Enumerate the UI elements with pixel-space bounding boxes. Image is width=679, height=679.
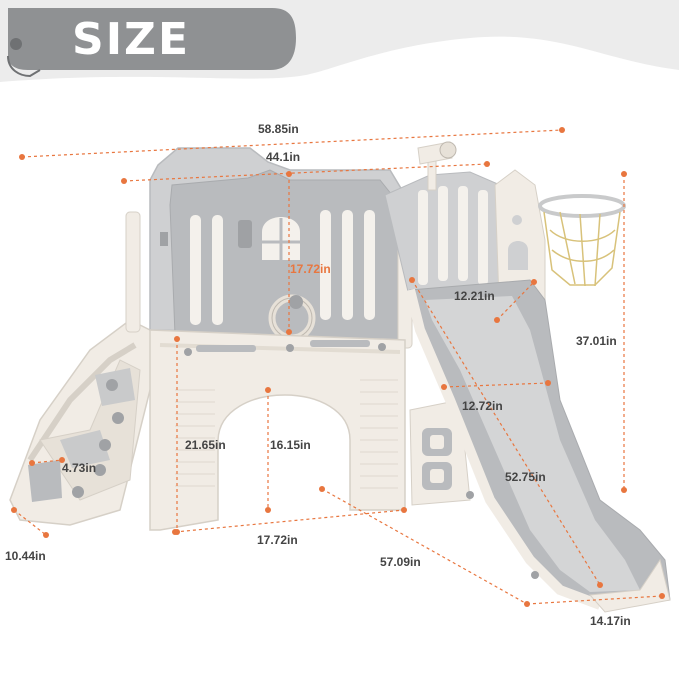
dim-slide-length: 52.75in xyxy=(505,470,546,484)
stair-unit xyxy=(9,319,161,526)
slide xyxy=(405,279,671,613)
dim-stair-width: 10.44in xyxy=(5,549,46,563)
size-banner xyxy=(0,8,296,78)
dim-slide-top-width: 12.21in xyxy=(454,289,495,303)
telescope-icon xyxy=(417,141,457,191)
dimension-endpoints xyxy=(11,127,665,607)
dim-tunnel-height: 16.15in xyxy=(270,438,311,452)
dim-panel-height: 17.72in xyxy=(290,262,331,276)
dim-overall-height: 37.01in xyxy=(576,334,617,348)
dim-deck-width: 44.1in xyxy=(266,150,301,164)
size-badge-label: SIZE xyxy=(72,14,191,65)
dim-deck-height: 21.65in xyxy=(185,438,226,452)
main-tower xyxy=(125,147,413,349)
dimension-lines xyxy=(13,129,663,605)
dim-overall-width: 58.85in xyxy=(258,122,299,136)
basketball-hoop-icon xyxy=(538,194,626,287)
dim-slide-end-width: 14.17in xyxy=(590,614,631,628)
dim-slide-mid-width: 12.72in xyxy=(462,399,503,413)
dim-step-depth: 4.73in xyxy=(62,461,97,475)
tunnel-base xyxy=(149,329,406,531)
dim-base-width: 17.72in xyxy=(257,533,298,547)
dim-overall-depth: 57.09in xyxy=(380,555,421,569)
